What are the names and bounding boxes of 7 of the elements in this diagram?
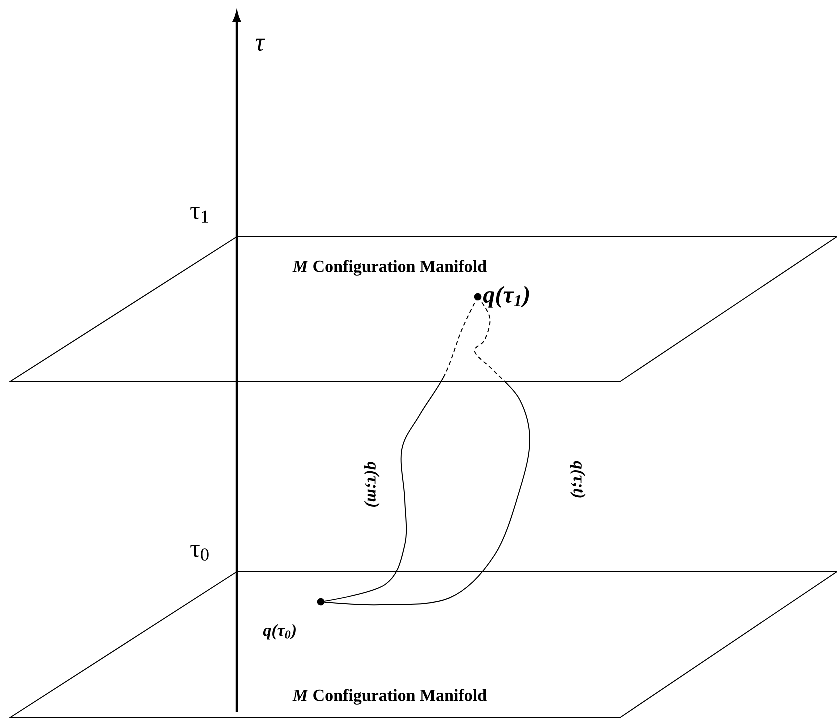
edge-label: q(τ;m) [363, 460, 381, 510]
axis-label: τ [256, 38, 266, 52]
axis-label: τ$_{0}$ [190, 545, 209, 561]
point-label: q(τ$_{0}$) [263, 624, 296, 640]
axis-label: τ$_{1}$ [190, 207, 208, 223]
point-label: q(τ$_{1}$) [484, 286, 530, 308]
edge-label: q(τ;t) [569, 460, 587, 500]
